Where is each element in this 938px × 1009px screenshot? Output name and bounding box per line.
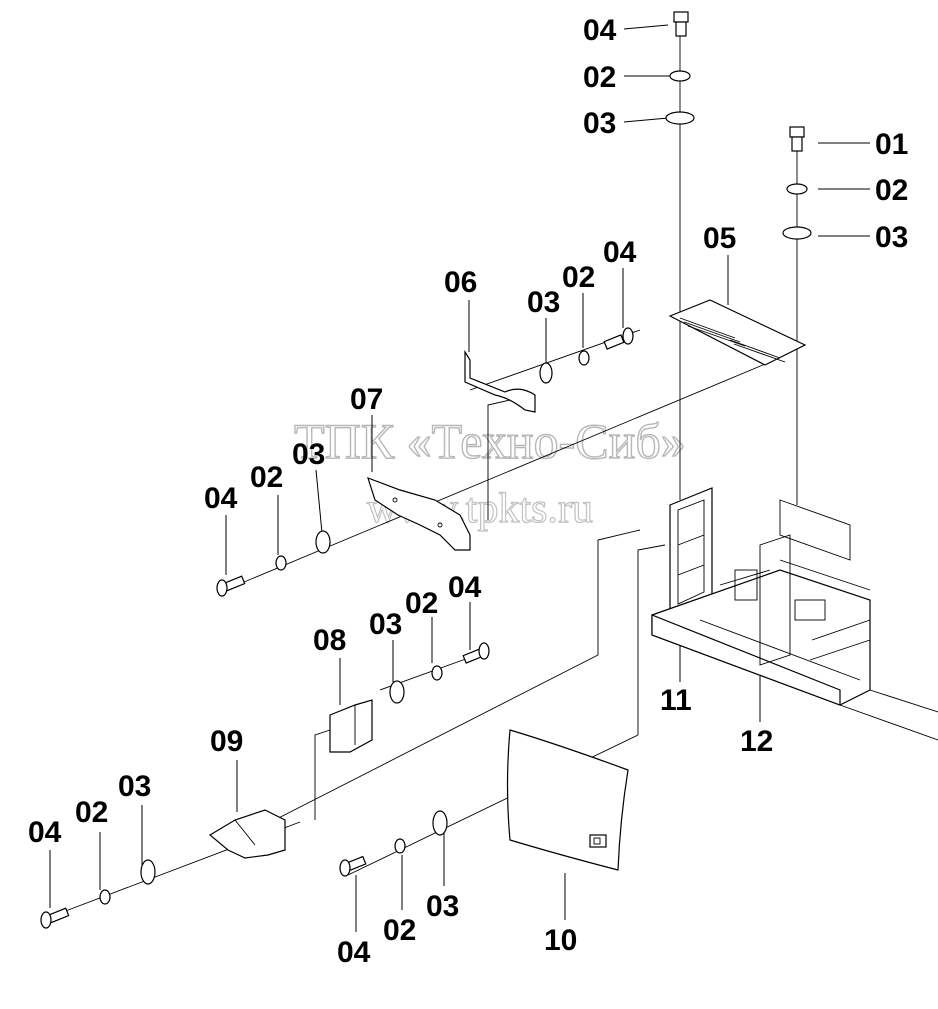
callout-05: 05 <box>703 222 736 255</box>
right-bolt-01 <box>789 126 805 152</box>
callout-02-part10: 02 <box>383 914 416 947</box>
callout-02-part06: 02 <box>562 261 595 294</box>
washer-02-part08 <box>431 665 443 681</box>
callout-04-top: 04 <box>583 14 617 47</box>
callout-04-part09: 04 <box>28 816 62 849</box>
callout-04-part08: 04 <box>448 571 482 604</box>
part-09-bracket <box>208 809 286 859</box>
part-10-side-panel <box>506 729 629 871</box>
callout-04-part06: 04 <box>603 236 637 269</box>
callout-02-part08: 02 <box>405 587 438 620</box>
callout-11: 11 <box>660 684 692 717</box>
bolt-04-part09 <box>40 907 70 929</box>
washer-03-part08 <box>389 680 405 704</box>
part-08-bracket <box>329 699 373 753</box>
callout-08: 08 <box>313 624 346 657</box>
callout-03-part07: 03 <box>292 438 325 471</box>
callout-01-right: 01 <box>875 128 908 161</box>
top-washer-03 <box>665 111 695 125</box>
bolt-04-part08 <box>462 642 490 664</box>
callout-12: 12 <box>740 725 773 758</box>
leader-lines <box>49 24 870 932</box>
part-12-machine-frame <box>651 499 938 741</box>
bolt-04-part07 <box>216 575 246 597</box>
callout-02-part09: 02 <box>75 796 108 829</box>
callout-03-part10: 03 <box>426 890 459 923</box>
callout-03-right: 03 <box>875 221 908 254</box>
callout-02-top: 02 <box>583 61 616 94</box>
callout-04-part10: 04 <box>337 936 371 969</box>
callout-03-part06: 03 <box>527 286 560 319</box>
part-05-cover-plate <box>668 299 807 366</box>
washer-03-part06 <box>539 362 553 384</box>
callout-02-part07: 02 <box>250 461 283 494</box>
washer-03-part09 <box>140 859 156 885</box>
right-washer-03 <box>782 226 812 240</box>
callout-04-part07: 04 <box>204 482 238 515</box>
callout-06: 06 <box>444 266 477 299</box>
washer-02-part07 <box>275 555 287 571</box>
washer-02-part09 <box>99 889 111 905</box>
watermark-company: ТПК «Техно-Сиб» <box>294 413 686 469</box>
washer-03-part07 <box>315 530 331 554</box>
bolt-04-part06 <box>603 327 634 350</box>
washer-02-part06 <box>578 350 590 366</box>
callout-03-top: 03 <box>583 107 616 140</box>
washer-03-part10 <box>432 810 448 836</box>
callout-03-part08: 03 <box>369 608 402 641</box>
part-06-bracket <box>464 349 536 413</box>
callout-02-right: 02 <box>875 174 908 207</box>
callout-07: 07 <box>350 383 383 416</box>
top-washer-02 <box>669 70 691 82</box>
right-washer-02 <box>786 183 808 195</box>
washer-02-part10 <box>394 838 406 854</box>
assembly-axes <box>54 30 798 916</box>
callout-10: 10 <box>544 924 577 957</box>
top-bolt-04 <box>673 11 689 37</box>
callout-labels: 04 02 03 01 02 03 05 06 03 02 04 07 04 0… <box>28 14 908 969</box>
callout-09: 09 <box>210 725 243 758</box>
part-07-bracket <box>367 477 471 551</box>
bolt-04-part10 <box>339 855 367 877</box>
callout-03-part09: 03 <box>118 770 151 803</box>
